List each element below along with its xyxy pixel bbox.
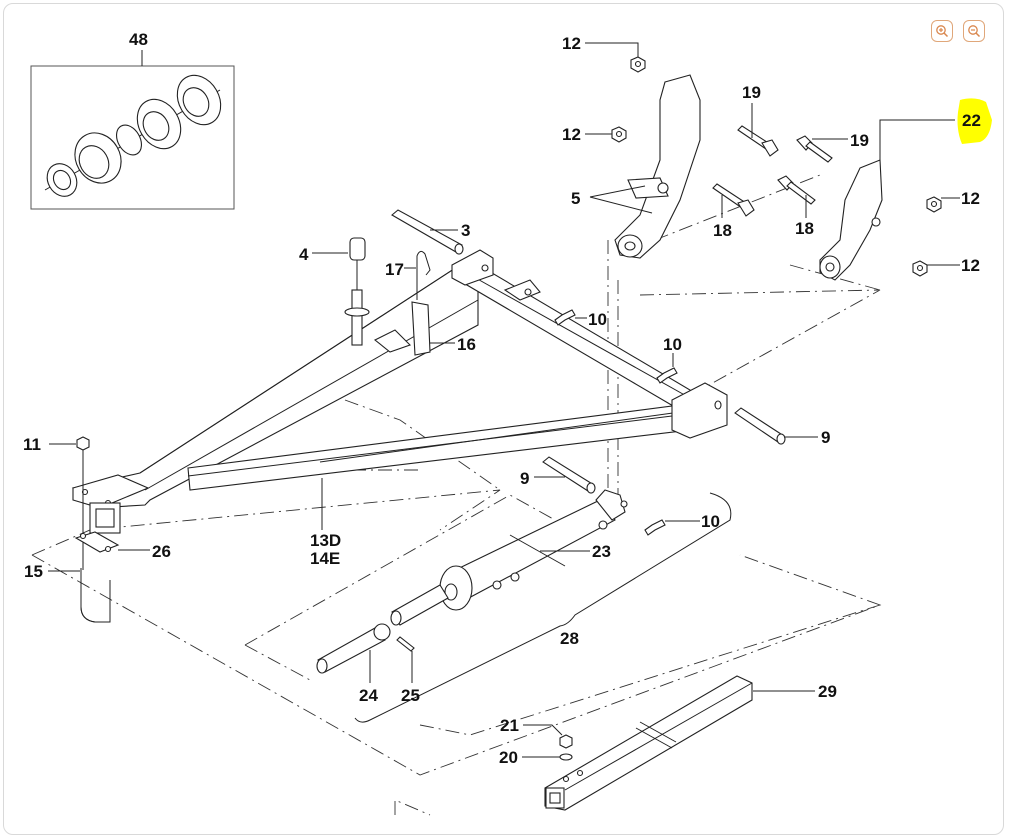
part-12-nuts — [585, 42, 960, 277]
label-18[interactable]: 18 — [795, 219, 814, 238]
part-5-bracket — [589, 74, 701, 259]
label-19[interactable]: 19 — [850, 131, 869, 150]
a-frame-hitch — [71, 249, 728, 534]
label-22[interactable]: 22 — [962, 111, 981, 130]
label-17[interactable]: 17 — [385, 260, 404, 279]
part-18-bolts — [712, 175, 816, 218]
label-18[interactable]: 18 — [713, 221, 732, 240]
label-16[interactable]: 16 — [457, 335, 476, 354]
label-15[interactable]: 15 — [24, 562, 43, 581]
part-29-tube — [544, 675, 815, 811]
label-20[interactable]: 20 — [499, 748, 518, 767]
part-11-nut — [49, 436, 90, 570]
part-23-cylinder — [390, 489, 628, 626]
label-11[interactable]: 11 — [23, 435, 41, 454]
part-22-highlight — [957, 98, 992, 144]
part-25-pin — [396, 636, 415, 683]
nut-12c — [926, 196, 942, 213]
label-4[interactable]: 4 — [299, 245, 309, 264]
part-3-pin — [391, 209, 464, 255]
label-23[interactable]: 23 — [592, 542, 611, 561]
part-28-brace — [354, 492, 732, 723]
label-3[interactable]: 3 — [461, 221, 470, 240]
part-9-pins — [534, 407, 818, 494]
assembly-outlines — [31, 174, 882, 816]
label-21[interactable]: 21 — [500, 716, 519, 735]
nut-12d — [912, 260, 928, 277]
nut-12a — [630, 56, 646, 73]
label-12[interactable]: 12 — [961, 189, 980, 208]
zoom-in-icon — [936, 25, 949, 38]
part-24-pin — [316, 623, 391, 683]
part-15-ubolt — [48, 568, 111, 623]
part-16-bracket — [373, 301, 455, 356]
label-19[interactable]: 19 — [742, 83, 761, 102]
label-48[interactable]: 48 — [129, 30, 148, 49]
label-5[interactable]: 5 — [571, 189, 580, 208]
zoom-out-icon — [968, 25, 981, 38]
label-14e[interactable]: 14E — [310, 549, 340, 568]
part-4-jack — [312, 237, 370, 346]
zoom-out-button[interactable] — [963, 20, 985, 42]
part-19-bolts — [737, 103, 848, 163]
label-10[interactable]: 10 — [663, 335, 682, 354]
label-24[interactable]: 24 — [359, 686, 378, 705]
zoom-in-button[interactable] — [931, 20, 953, 42]
part-21-nut — [523, 724, 573, 749]
nut-12b — [611, 126, 627, 143]
label-10[interactable]: 10 — [588, 310, 607, 329]
label-29[interactable]: 29 — [818, 682, 837, 701]
label-28[interactable]: 28 — [560, 629, 579, 648]
label-12[interactable]: 12 — [562, 34, 581, 53]
label-26[interactable]: 26 — [152, 542, 171, 561]
label-12[interactable]: 12 — [961, 256, 980, 275]
label-13d[interactable]: 13D — [310, 531, 341, 550]
part-10-pins — [554, 309, 700, 536]
label-9[interactable]: 9 — [821, 428, 830, 447]
part-26-plate — [74, 531, 150, 553]
part-48-inset — [30, 50, 235, 210]
label-9[interactable]: 9 — [520, 469, 529, 488]
parts-diagram: 48 12 12 12 12 19 19 22 5 18 18 3 4 17 1… — [23, 30, 992, 816]
label-10[interactable]: 10 — [701, 512, 720, 531]
callout-labels: 48 12 12 12 12 19 19 22 5 18 18 3 4 17 1… — [23, 30, 981, 767]
part-22-bracket — [819, 119, 955, 281]
label-12[interactable]: 12 — [562, 125, 581, 144]
part-17-clip — [404, 250, 431, 300]
label-25[interactable]: 25 — [401, 686, 420, 705]
part-20-washer — [522, 753, 573, 761]
